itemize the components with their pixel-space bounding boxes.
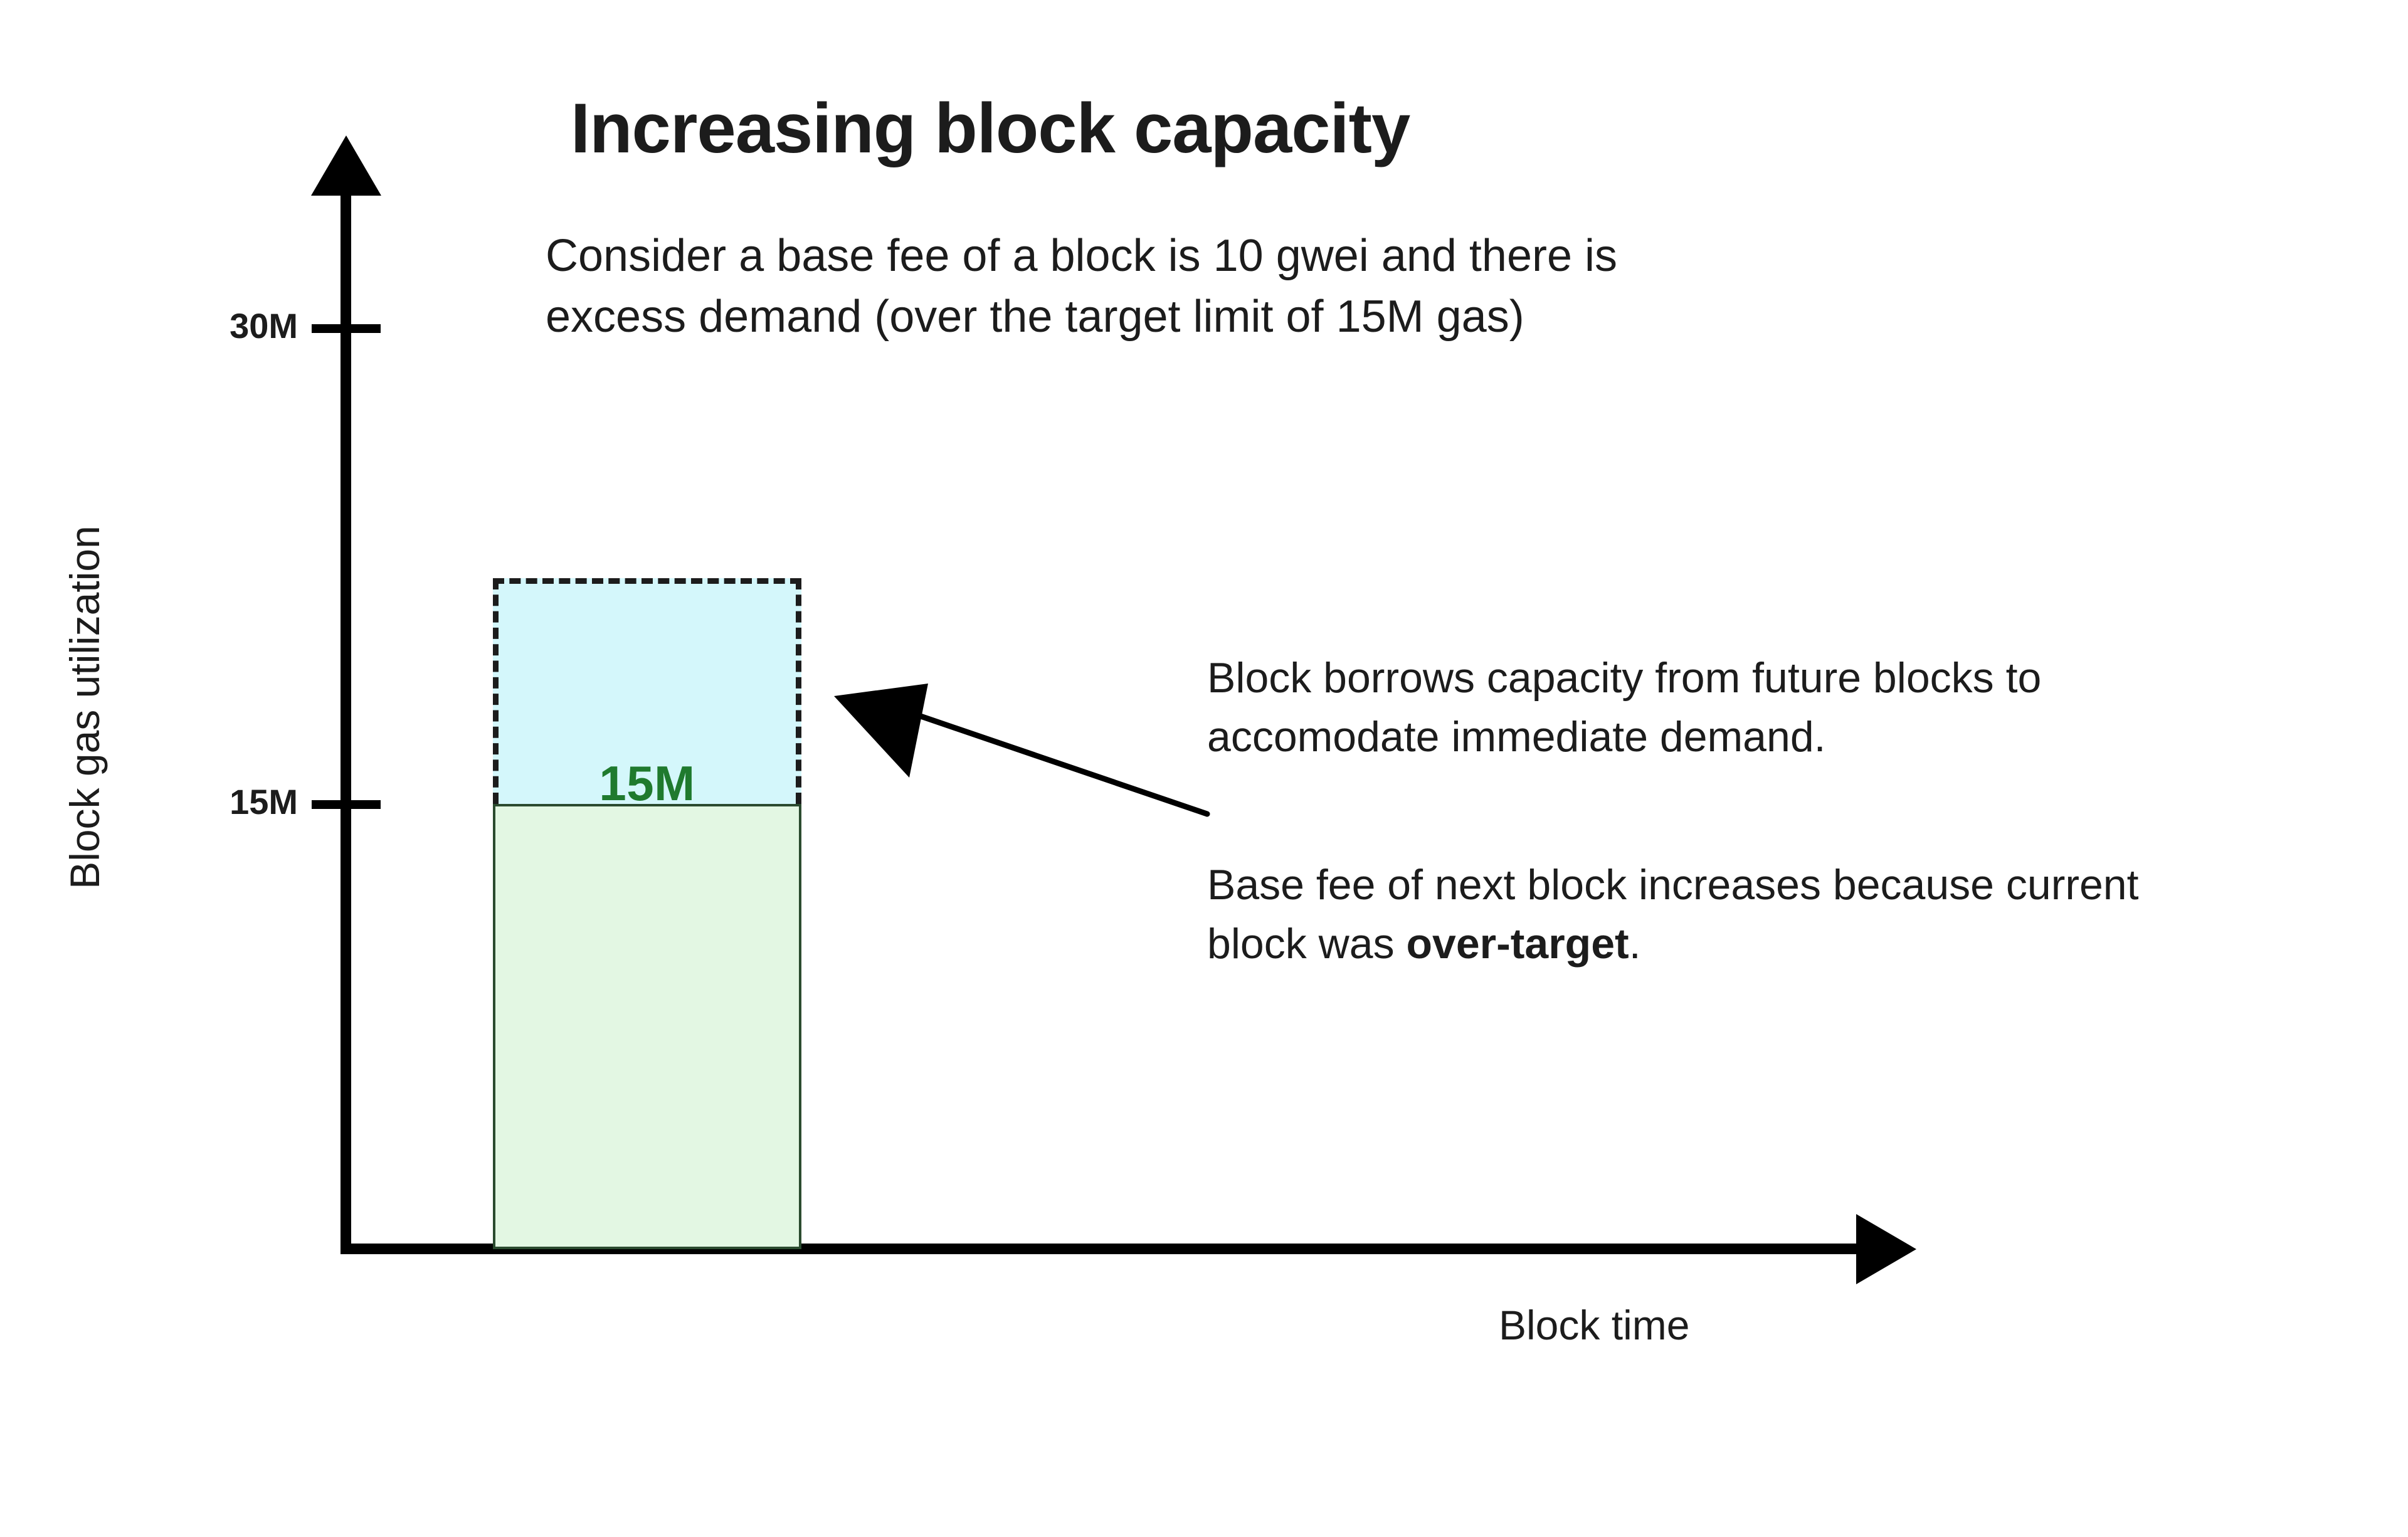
annotation-borrow-capacity: Block borrows capacity from future block… xyxy=(1207,649,2399,767)
annotation-2-prefix: block was xyxy=(1207,919,1407,968)
bar-value-label-15m: 15M xyxy=(599,756,695,811)
bar-segment-target-gas xyxy=(493,804,801,1249)
annotation-2-emphasis: over-target xyxy=(1406,919,1629,968)
y-tick-label-15m: 15M xyxy=(230,782,298,821)
subtitle-text: Consider a base fee of a block is 10 gwe… xyxy=(546,226,2051,347)
subtitle-line-1: Consider a base fee of a block is 10 gwe… xyxy=(546,231,1618,281)
x-axis-title: Block time xyxy=(1499,1302,1690,1348)
y-axis-title: Block gas utilization xyxy=(61,526,108,889)
subtitle-line-2: excess demand (over the target limit of … xyxy=(546,292,1524,342)
y-tick-mark-15m xyxy=(312,800,381,809)
annotation-1-line-2: accomodate immediate demand. xyxy=(1207,712,1826,761)
y-tick-mark-30m xyxy=(312,324,381,333)
annotation-1-line-1: Block borrows capacity from future block… xyxy=(1207,654,2042,702)
callout-arrow-icon xyxy=(834,684,1210,817)
y-axis-line xyxy=(341,188,351,1254)
annotation-2-line-1: Base fee of next block increases because… xyxy=(1207,861,2139,909)
x-axis-arrow-icon xyxy=(1856,1214,1916,1284)
bar-segment-excess-capacity xyxy=(493,578,801,804)
annotation-2-line-2: block was over-target. xyxy=(1207,915,2399,974)
block-bar: 15M xyxy=(493,578,801,1249)
y-tick-label-30m: 30M xyxy=(230,306,298,346)
page-title: Increasing block capacity xyxy=(571,89,1410,167)
annotation-base-fee-increase: Base fee of next block increases because… xyxy=(1207,856,2399,974)
annotation-2-suffix: . xyxy=(1629,919,1641,968)
y-axis-arrow-icon xyxy=(311,135,381,196)
